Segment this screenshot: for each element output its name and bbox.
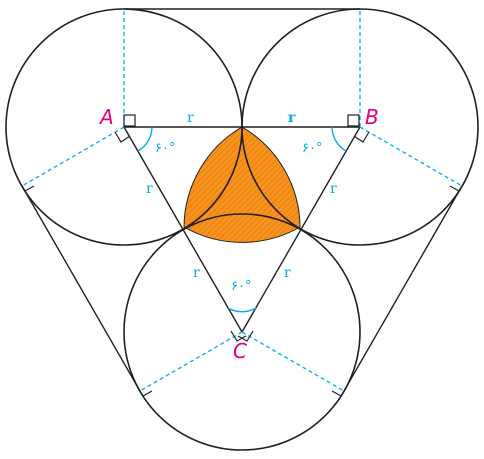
tangent-right: [343, 185, 463, 392]
radius-label-ac-bottom: r: [193, 265, 200, 281]
segment-bc: [241, 126, 361, 333]
dashed-radius-b-right: [359, 126, 463, 187]
circle-c: [123, 213, 361, 451]
dashed-radius-c-left: [139, 331, 243, 392]
right-angle-mark-tangent-c-right: [331, 385, 348, 397]
vertex-label-c: C: [233, 339, 247, 363]
right-angle-mark-a-top: [123, 114, 136, 127]
angle-label-b: ۶۰°: [302, 141, 322, 156]
radius-label-ac-top: r: [146, 181, 153, 197]
right-angle-mark-tangent-b: [449, 180, 466, 192]
radius-label-ab-left: r: [187, 110, 194, 126]
vertex-label-b: B: [365, 105, 379, 129]
right-angle-mark-b-right: [353, 131, 370, 143]
right-angle-mark-b-top: [347, 114, 360, 127]
dashed-radius-a-left: [21, 126, 125, 187]
angle-label-a: ۶۰°: [155, 141, 175, 156]
right-angle-mark-tangent-a: [18, 180, 35, 192]
right-angle-mark-a-left: [114, 131, 131, 143]
shaded-region: [183, 126, 301, 243]
angle-arc-a: [137, 126, 153, 152]
dashed-radius-c-right: [241, 331, 345, 392]
segment-ac: [123, 126, 243, 333]
right-angle-mark-tangent-c-left: [136, 385, 153, 397]
right-angle-mark-c-right: [237, 330, 254, 342]
radius-label-bc-top: r: [330, 181, 337, 197]
radius-label-bc-bottom: r: [284, 265, 291, 281]
tangent-left: [21, 185, 141, 392]
angle-arc-c: [227, 307, 257, 313]
radius-label-ab-right: r: [288, 110, 296, 126]
right-angle-mark-c-left: [230, 330, 247, 342]
angle-arc-b: [331, 126, 347, 152]
vertex-label-a: A: [98, 105, 114, 129]
angle-label-c: ۶۰°: [231, 279, 251, 294]
